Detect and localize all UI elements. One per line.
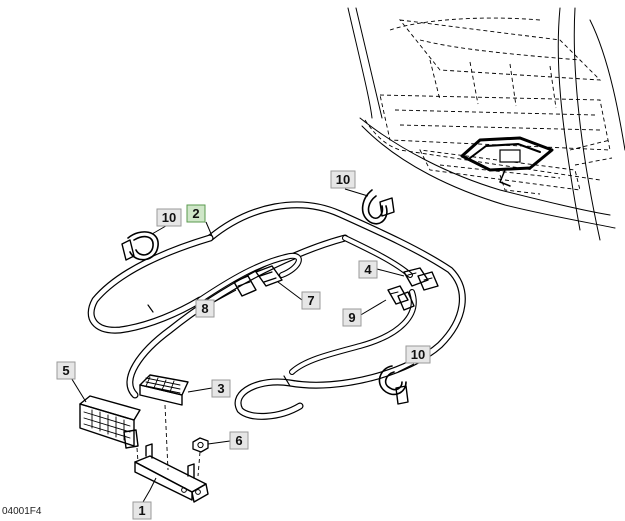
callout-2: 2 [186,204,206,223]
callout-5-label: 5 [62,363,69,378]
machine-context-view [347,7,625,241]
callout-10-right: 10 [405,345,431,364]
callout-10-left-label: 10 [162,210,176,225]
callout-6-label: 6 [235,433,242,448]
connector-8 [233,275,257,297]
connector-9 [387,285,415,311]
connector-7 [255,265,283,287]
callout-10-left: 10 [156,208,182,227]
callout-9: 9 [342,308,362,327]
callout-10-right-label: 10 [411,347,425,362]
callout-10-top: 10 [330,170,356,189]
callout-6: 6 [229,431,249,450]
callout-1: 1 [132,501,152,520]
callout-2-label: 2 [192,206,199,221]
figure-id: 04001F4 [2,506,42,517]
cable-clamp-10-top [361,189,395,225]
callout-4: 4 [358,260,378,279]
nut-6 [192,437,209,453]
callout-3-label: 3 [217,381,224,396]
callout-8-label: 8 [201,301,208,316]
callout-8: 8 [195,299,215,318]
bracket-1 [134,443,209,503]
callout-3: 3 [211,379,231,398]
callout-4-label: 4 [364,262,372,277]
wiring-harness [87,201,466,420]
connector-5 [79,395,141,449]
callout-9-label: 9 [348,310,355,325]
connector-block-3 [139,374,189,406]
assembly-lines [136,404,201,477]
callout-7-label: 7 [307,293,314,308]
callout-10-top-label: 10 [336,172,350,187]
cable-clamp-10-right [378,365,409,405]
cable-clamp-10-left [121,231,159,261]
callout-7: 7 [301,291,321,310]
connector-4 [403,267,439,291]
callout-1-label: 1 [138,503,145,518]
callout-5: 5 [56,361,76,380]
